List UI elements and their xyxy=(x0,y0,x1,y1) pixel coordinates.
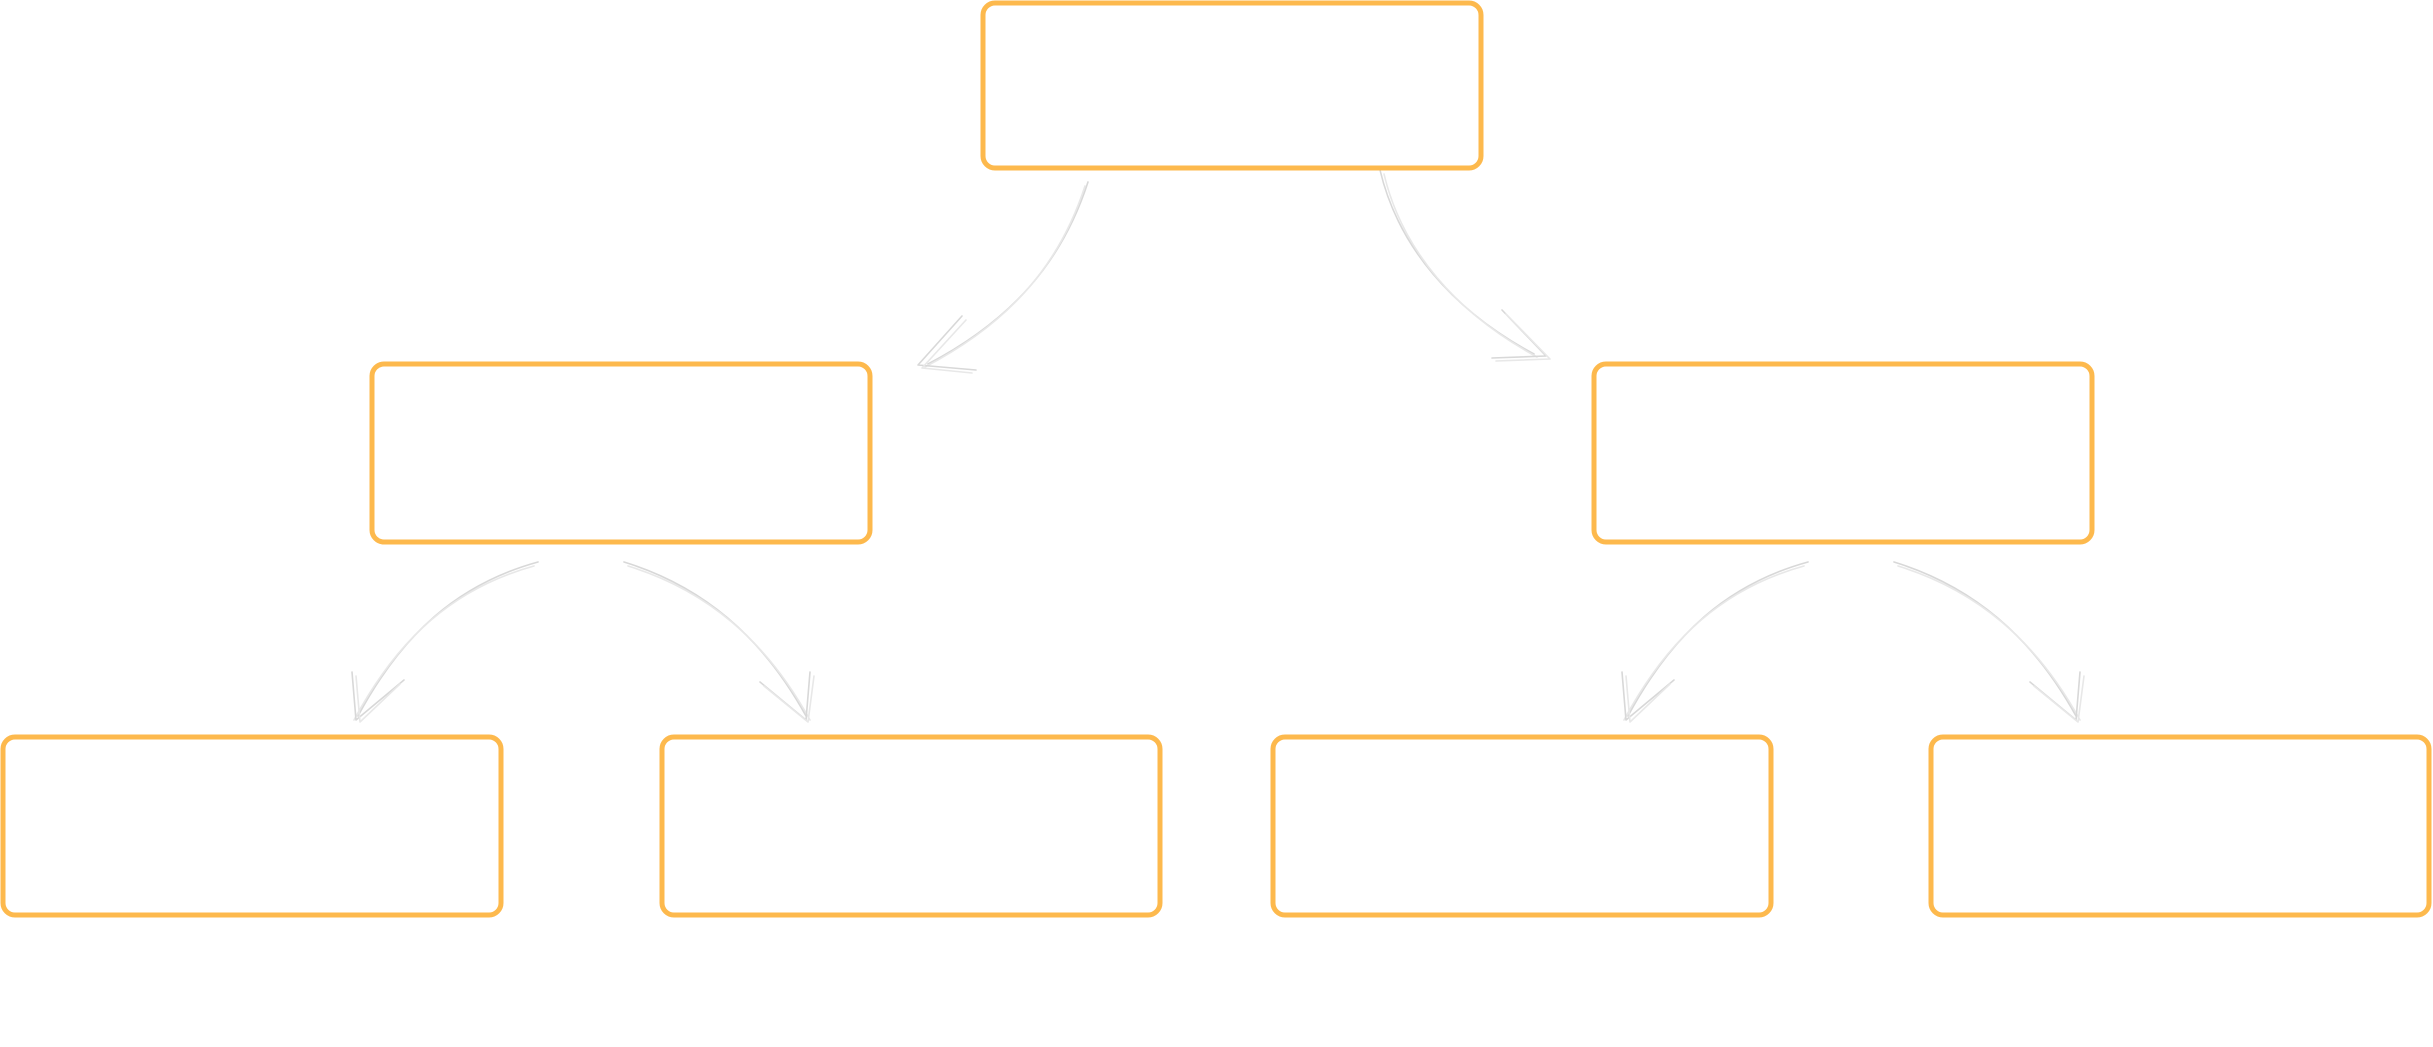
node-level1-right[interactable] xyxy=(1591,361,2095,545)
node-root[interactable] xyxy=(980,0,1484,171)
edge-level1-left-to-level2-1 xyxy=(351,561,539,723)
node-level2-3[interactable] xyxy=(1270,734,1774,918)
node-level2-4[interactable] xyxy=(1928,734,2432,918)
edge-level1-left-to-level2-2 xyxy=(623,561,815,723)
node-level2-1[interactable] xyxy=(0,734,504,918)
edge-level1-right-to-level2-3 xyxy=(1621,561,1809,723)
edge-root-to-level1-right xyxy=(1379,169,1551,362)
edge-level1-right-to-level2-4 xyxy=(1893,561,2085,723)
node-level2-2[interactable] xyxy=(659,734,1163,918)
node-level1-left[interactable] xyxy=(369,361,873,545)
edge-root-to-level1-left xyxy=(917,181,1089,374)
